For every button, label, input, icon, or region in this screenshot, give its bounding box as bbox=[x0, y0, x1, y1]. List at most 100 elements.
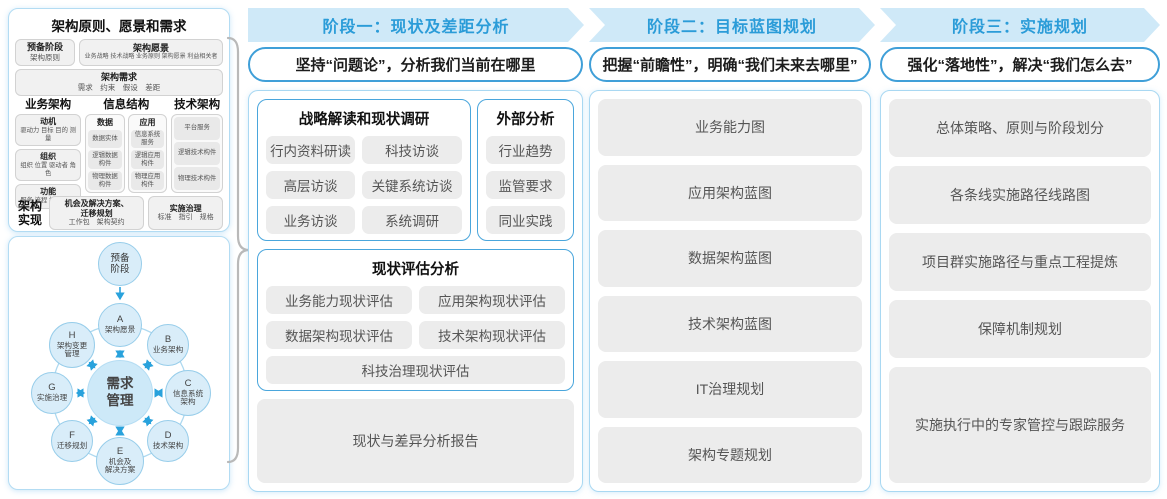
adm-node-letter: F bbox=[69, 430, 75, 442]
app-group-title: 应用 bbox=[139, 117, 156, 127]
app-item: 物理应用构件 bbox=[130, 171, 165, 190]
adm-center-circle: 需求 管理 bbox=[87, 360, 153, 426]
assessment-title: 现状评估分析 bbox=[372, 262, 459, 278]
motivation-box: 动机 驱动力 目标 目的 测量 bbox=[15, 113, 82, 146]
phase3-subtitle: 强化“落地性”，解决“我们怎么去” bbox=[880, 47, 1160, 82]
data-item: 物理数据构件 bbox=[88, 171, 122, 190]
adm-node-g: G 实施治理 bbox=[31, 372, 73, 414]
phase1-banner: 阶段一：现状及差距分析 bbox=[248, 8, 584, 42]
deliverable-item: 总体策略、原则与阶段划分 bbox=[889, 99, 1151, 157]
vision-box: 架构愿景 业务战略 技术战略 业务原则 架构愿景 利益相关者 bbox=[79, 39, 223, 66]
deliverable-item: 各条线实施路径线路图 bbox=[889, 166, 1151, 224]
tech-item: 逻辑技术构件 bbox=[174, 141, 220, 165]
prep-stage-sub: 架构原则 bbox=[30, 53, 60, 63]
assessment-item: 应用架构现状评估 bbox=[419, 286, 565, 314]
deliverable-item: 项目群实施路径与重点工程提炼 bbox=[889, 233, 1151, 291]
framework-row-vision: 预备阶段 架构原则 架构愿景 业务战略 技术战略 业务原则 架构愿景 利益相关者 bbox=[15, 39, 223, 66]
adm-node-label: 架构愿景 bbox=[104, 324, 136, 334]
business-arch-title: 业务架构 bbox=[25, 99, 72, 111]
solution-box: 机会及解决方案、 迁移规划 工作包 架构契约 bbox=[49, 196, 145, 231]
data-group: 数据 数据实体 逻辑数据构件 物理数据构件 bbox=[85, 113, 125, 193]
governance-sub: 标准 指引 规格 bbox=[157, 214, 214, 222]
phase2-subtitle: 把握“前瞻性”，明确“我们未来去哪里” bbox=[589, 47, 871, 82]
phase1-container: 战略解读和现状调研 行内资料研读 科技访谈 高层访谈 关键系统访谈 业务访谈 系… bbox=[248, 90, 583, 492]
architecture-framework-panel: 架构原则、愿景和需求 预备阶段 架构原则 架构愿景 业务战略 技术战略 业务原则… bbox=[8, 8, 230, 232]
data-item: 数据实体 bbox=[88, 129, 122, 149]
adm-node-label: 迁移规划 bbox=[56, 440, 88, 450]
organization-title: 组织 bbox=[40, 151, 57, 161]
realization-label: 架构 实现 bbox=[17, 198, 42, 228]
adm-node-label: 实施治理 bbox=[36, 392, 68, 402]
method-item: 系统调研 bbox=[362, 206, 462, 234]
phase1-subtitle: 坚持“问题论”，分析我们当前在哪里 bbox=[248, 47, 583, 82]
function-title: 功能 bbox=[40, 187, 57, 197]
external-analysis-items: 行业趋势 监管要求 同业实践 bbox=[486, 136, 565, 234]
adm-node-d: D 技术架构 bbox=[147, 420, 189, 462]
adm-node-letter: D bbox=[164, 430, 172, 442]
adm-node-label: 机会及 解决方案 bbox=[104, 456, 136, 475]
function-sub: 服务 流程 控制 功能 bbox=[20, 197, 76, 205]
tech-item: 物理技术构件 bbox=[174, 166, 220, 191]
assessment-item: 技术架构现状评估 bbox=[419, 321, 565, 349]
adm-node-label: 信息系统 架构 bbox=[172, 388, 204, 407]
method-item: 同业实践 bbox=[486, 206, 565, 234]
solution-title: 机会及解决方案、 迁移规划 bbox=[64, 199, 129, 218]
tech-arch-title: 技术架构 bbox=[174, 99, 221, 111]
adm-node-a: A 架构愿景 bbox=[98, 303, 142, 347]
tech-item: 平台服务 bbox=[174, 116, 220, 140]
framework-panel-title: 架构原则、愿景和需求 bbox=[51, 19, 187, 34]
adm-node-letter: H bbox=[68, 330, 76, 342]
adm-node-letter: C bbox=[184, 378, 192, 390]
deliverable-item: 技术架构蓝图 bbox=[598, 295, 862, 352]
assessment-item: 科技治理现状评估 bbox=[266, 356, 565, 384]
adm-node-letter: E bbox=[116, 446, 124, 458]
framework-row-domains: 业务架构 动机 驱动力 目标 目的 测量 组织 组织 位置 驱动者 角色 功能 … bbox=[15, 99, 223, 209]
organization-box: 组织 组织 位置 驱动者 角色 bbox=[15, 148, 82, 182]
phase3-container: 总体策略、原则与阶段划分 各条线实施路径线路图 项目群实施路径与重点工程提炼 保… bbox=[880, 90, 1160, 492]
adm-prep-circle: 预备 阶段 bbox=[98, 242, 142, 286]
strategy-research-title: 战略解读和现状调研 bbox=[298, 112, 430, 128]
prep-stage-title: 预备阶段 bbox=[26, 42, 63, 52]
adm-node-h: H 架构变更 管理 bbox=[49, 322, 95, 368]
adm-node-letter: B bbox=[164, 334, 172, 346]
strategy-research-items: 行内资料研读 科技访谈 高层访谈 关键系统访谈 业务访谈 系统调研 bbox=[266, 136, 462, 234]
vision-sub: 业务战略 技术战略 业务原则 架构愿景 利益相关者 bbox=[84, 54, 218, 61]
info-struct-title: 信息结构 bbox=[103, 99, 150, 111]
adm-node-label: 业务架构 bbox=[152, 344, 184, 354]
deliverable-item: 保障机制规划 bbox=[889, 300, 1151, 358]
prep-stage-box: 预备阶段 架构原则 bbox=[15, 39, 75, 66]
framework-row-realization: 架构 实现 机会及解决方案、 迁移规划 工作包 架构契约 实施治理 标准 指引 … bbox=[15, 196, 223, 231]
adm-node-label: 技术架构 bbox=[152, 440, 184, 450]
gap-analysis-report-box: 现状与差异分析报告 bbox=[257, 399, 574, 483]
method-item: 高层访谈 bbox=[266, 171, 356, 199]
deliverable-item: 业务能力图 bbox=[598, 99, 862, 156]
adm-node-f: F 迁移规划 bbox=[51, 420, 93, 462]
phase2-banner: 阶段二：目标蓝图规划 bbox=[589, 8, 875, 42]
requirement-title: 架构需求 bbox=[100, 72, 137, 82]
method-item: 科技访谈 bbox=[362, 136, 462, 164]
deliverable-item: 数据架构蓝图 bbox=[598, 230, 862, 287]
info-struct-column: 信息结构 数据 数据实体 逻辑数据构件 物理数据构件 应用 信息系统服务 逻辑应… bbox=[85, 99, 168, 193]
motivation-title: 动机 bbox=[40, 116, 57, 126]
method-item: 关键系统访谈 bbox=[362, 171, 462, 199]
assessment-item: 业务能力现状评估 bbox=[266, 286, 412, 314]
vision-title: 架构愿景 bbox=[132, 42, 169, 53]
external-analysis-title: 外部分析 bbox=[496, 112, 555, 128]
deliverable-item: 架构专题规划 bbox=[598, 426, 862, 483]
strategy-research-box: 战略解读和现状调研 行内资料研读 科技访谈 高层访谈 关键系统访谈 业务访谈 系… bbox=[257, 99, 471, 241]
data-item: 逻辑数据构件 bbox=[88, 150, 122, 170]
app-item: 逻辑应用构件 bbox=[130, 150, 165, 170]
tech-arch-column: 技术架构 平台服务 逻辑技术构件 物理技术构件 bbox=[171, 99, 223, 193]
adm-node-letter: G bbox=[48, 382, 56, 394]
assessment-box: 现状评估分析 业务能力现状评估 应用架构现状评估 数据架构现状评估 技术架构现状… bbox=[257, 249, 574, 391]
phase3-banner: 阶段三：实施规划 bbox=[880, 8, 1160, 42]
governance-title: 实施治理 bbox=[169, 203, 202, 213]
business-arch-column: 业务架构 动机 驱动力 目标 目的 测量 组织 组织 位置 驱动者 角色 功能 … bbox=[15, 99, 82, 209]
app-item: 信息系统服务 bbox=[130, 129, 165, 149]
assessment-items: 业务能力现状评估 应用架构现状评估 数据架构现状评估 技术架构现状评估 科技治理… bbox=[266, 286, 565, 384]
external-analysis-box: 外部分析 行业趋势 监管要求 同业实践 bbox=[477, 99, 574, 241]
deliverable-item: 实施执行中的专家管控与跟踪服务 bbox=[889, 367, 1151, 483]
method-item: 行内资料研读 bbox=[266, 136, 356, 164]
adm-node-c: C 信息系统 架构 bbox=[165, 370, 211, 416]
